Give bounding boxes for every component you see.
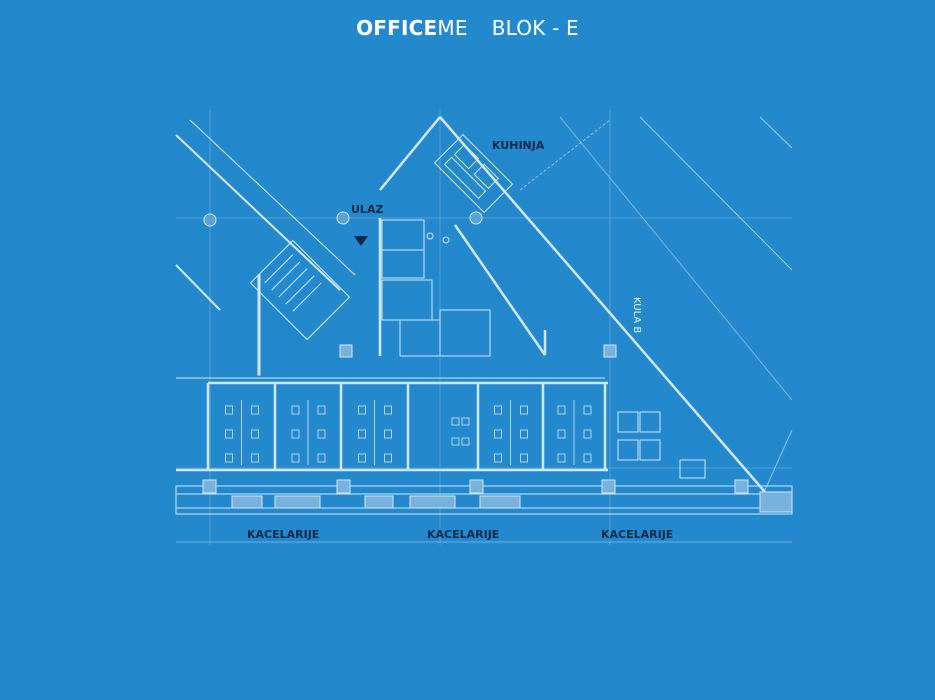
chair [225, 429, 233, 439]
label-offices-left: KACELARIJE [247, 528, 320, 541]
chair [520, 429, 528, 439]
label-offices-right: KACELARIJE [601, 528, 674, 541]
entrance-arrow-icon [354, 236, 368, 246]
chair [317, 429, 326, 439]
office-chairs [225, 400, 592, 465]
chair [317, 453, 326, 463]
block-name: BLOK - E [491, 16, 579, 40]
column-marker [469, 211, 483, 225]
brand-bold: OFFICE [356, 16, 438, 40]
chair [451, 437, 460, 446]
chair [384, 429, 392, 439]
stair-block [249, 239, 351, 341]
chair [520, 405, 528, 415]
chair [451, 417, 460, 426]
chair [251, 405, 259, 415]
chair [557, 429, 566, 439]
chair [358, 453, 366, 463]
label-kitchen: KUHINJA [492, 139, 545, 152]
chair [317, 405, 326, 415]
chair [291, 453, 300, 463]
office-partitions [206, 383, 607, 470]
chair [358, 429, 366, 439]
chair [520, 453, 528, 463]
outer-walls [176, 116, 766, 493]
chair [291, 429, 300, 439]
chair [583, 405, 592, 415]
chair [583, 453, 592, 463]
chair [225, 453, 233, 463]
label-entrance: ULAZ [351, 203, 384, 216]
central-rooms [381, 219, 491, 357]
tower-b-desks [617, 411, 706, 479]
chair [291, 405, 300, 415]
chair [384, 405, 392, 415]
chair [557, 405, 566, 415]
column-marker [336, 211, 350, 225]
chair [583, 429, 592, 439]
chair [461, 437, 470, 446]
chair [251, 429, 259, 439]
chair [494, 429, 502, 439]
brand-light: ME [437, 16, 468, 40]
column-marker [203, 213, 217, 227]
page-title: OFFICEME BLOK - E [0, 16, 935, 40]
chair [251, 453, 259, 463]
chair [557, 453, 566, 463]
chair [494, 453, 502, 463]
grid-lines [176, 110, 792, 545]
kitchen-block [433, 133, 514, 214]
chair [225, 405, 233, 415]
label-tower: KULA B [631, 297, 642, 334]
chair [461, 417, 470, 426]
guide-line [559, 116, 793, 401]
label-offices-center: KACELARIJE [427, 528, 500, 541]
chair [494, 405, 502, 415]
facade-band [175, 344, 793, 543]
guide-line [639, 116, 793, 271]
chair [358, 405, 366, 415]
chair [384, 453, 392, 463]
